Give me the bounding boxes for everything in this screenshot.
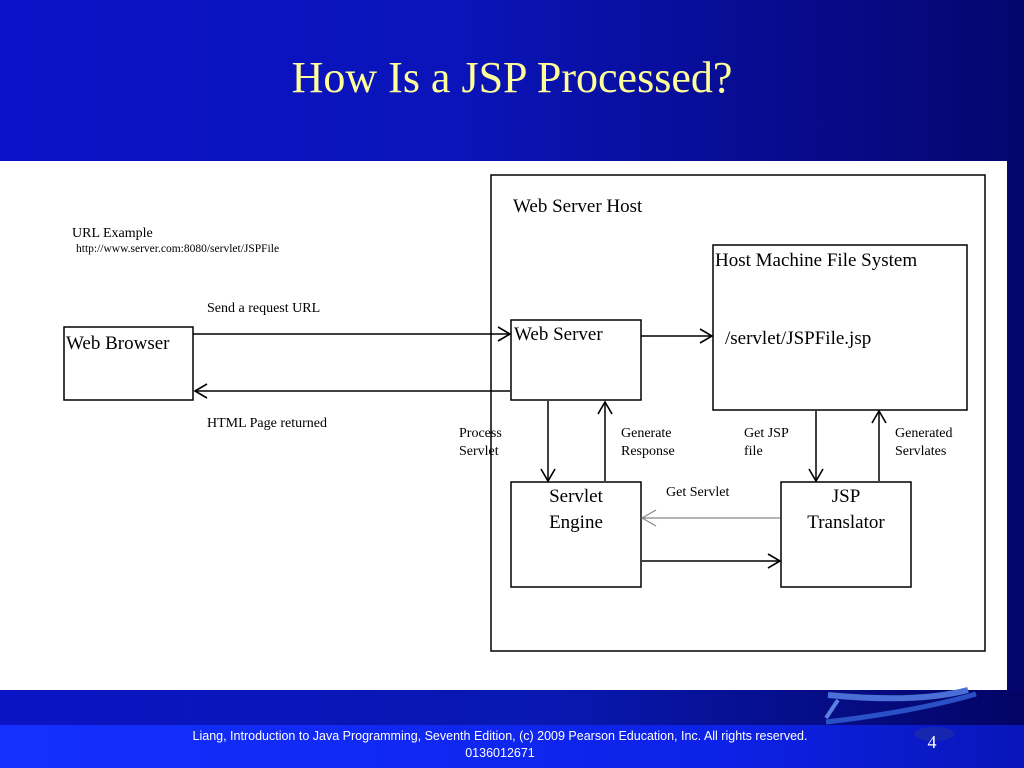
process-servlet-label-2: Servlet	[459, 444, 499, 459]
web-browser-box	[63, 326, 194, 401]
servlet-engine-label-2: Engine	[549, 512, 603, 533]
generate-response-label-2: Response	[621, 444, 675, 459]
servlet-engine-box	[510, 481, 642, 588]
swoosh-decoration	[824, 687, 977, 741]
web-server-box	[510, 319, 642, 401]
get-jsp-file-label-1: Get JSP	[744, 426, 789, 441]
jsp-translator-box	[780, 481, 912, 588]
generate-response-label-1: Generate	[621, 426, 672, 441]
footer-strip	[0, 725, 1024, 768]
generated-servlets-label-2: Servlates	[895, 444, 946, 459]
get-servlet-label: Get Servlet	[666, 485, 729, 500]
file-system-box	[712, 244, 968, 411]
send-request-label: Send a request URL	[207, 301, 320, 316]
file-system-label: Host Machine File System	[715, 250, 917, 271]
slide-title: How Is a JSP Processed?	[291, 53, 733, 102]
web-server-host-label: Web Server Host	[513, 196, 643, 217]
jsp-translator-label-1: JSP	[832, 486, 861, 507]
page-number: 4	[927, 732, 937, 752]
web-browser-label: Web Browser	[66, 333, 170, 354]
servlet-engine-label-1: Servlet	[549, 486, 604, 507]
content-area	[0, 161, 1007, 690]
url-example-value: http://www.server.com:8080/servlet/JSPFi…	[76, 243, 279, 255]
web-server-label: Web Server	[514, 324, 603, 345]
html-returned-label: HTML Page returned	[207, 416, 327, 431]
file-path-label: /servlet/JSPFile.jsp	[725, 328, 871, 349]
process-servlet-label-1: Process	[459, 426, 502, 441]
get-jsp-file-label-2: file	[744, 444, 763, 459]
url-example-label: URL Example	[72, 226, 153, 241]
web-server-host-box	[490, 174, 986, 652]
jsp-translator-label-2: Translator	[807, 512, 885, 533]
footer-copyright: Liang, Introduction to Java Programming,…	[192, 729, 808, 760]
generated-servlets-label-1: Generated	[895, 426, 953, 441]
